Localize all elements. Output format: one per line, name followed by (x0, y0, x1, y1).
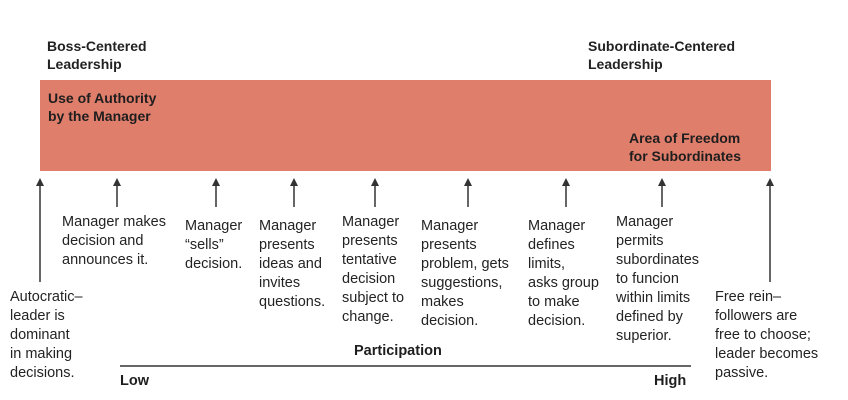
desc-permits: Manager permits subordinates to funcion … (616, 214, 700, 344)
desc-free-rein: Free rein– followers are free to choose;… (715, 289, 819, 381)
authority-label-line2: by the Manager (48, 108, 151, 124)
desc-makes-announces: Manager makes decision and announces it. (62, 214, 166, 268)
subordinate-centered-line1: Subordinate-Centered (588, 38, 736, 54)
desc-presents-ideas: Manager presents ideas and invites quest… (259, 218, 326, 310)
freedom-label-line2: for Subordinates (629, 148, 742, 164)
participation-label: Participation (354, 343, 442, 359)
freedom-label: Area of Freedom for Subordinates (629, 129, 741, 165)
authority-freedom-band (40, 80, 771, 171)
axis-low-label: Low (120, 373, 149, 389)
boss-centered-line1: Boss-Centered (47, 38, 147, 54)
boss-centered-line2: Leadership (47, 56, 122, 72)
authority-label: Use of Authority by the Manager (48, 89, 156, 125)
desc-problem: Manager presents problem, gets suggestio… (421, 218, 509, 329)
authority-label-line1: Use of Authority (48, 90, 157, 106)
boss-centered-heading: Boss-Centered Leadership (47, 37, 147, 73)
axis-high-label: High (654, 373, 687, 389)
subordinate-centered-line2: Leadership (588, 56, 663, 72)
freedom-label-line1: Area of Freedom (629, 130, 741, 146)
desc-autocratic: Autocratic– leader is dominant in making… (10, 289, 83, 381)
desc-defines-limits: Manager defines limits, asks group to ma… (528, 218, 599, 329)
subordinate-centered-heading: Subordinate-Centered Leadership (588, 37, 735, 73)
desc-sells: Manager “sells” decision. (185, 218, 243, 272)
desc-tentative: Manager presents tentative decision subj… (342, 214, 405, 325)
